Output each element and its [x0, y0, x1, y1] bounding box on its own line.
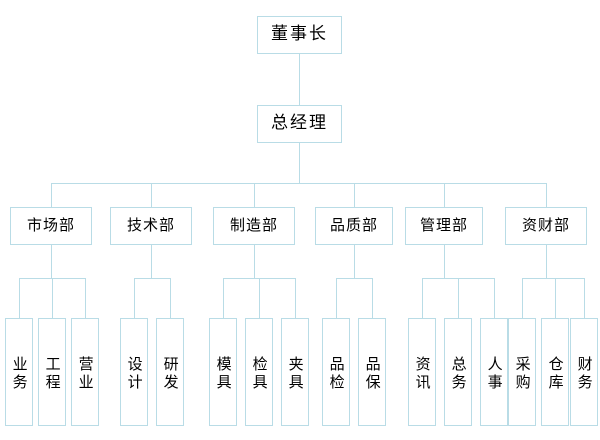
connector-line: [51, 183, 52, 207]
node-unit[interactable]: 检具: [245, 318, 273, 426]
node-unit[interactable]: 品检: [322, 318, 350, 426]
connector-line: [422, 278, 423, 318]
connector-line: [85, 278, 86, 318]
connector-line: [254, 183, 255, 207]
node-label: 制造部: [229, 216, 278, 235]
node-label: 技术部: [126, 216, 175, 235]
node-unit[interactable]: 模具: [209, 318, 237, 426]
node-label: 设计: [125, 356, 144, 392]
connector-line: [336, 278, 337, 318]
node-label: 夹具: [286, 356, 305, 392]
connector-line: [494, 278, 495, 318]
connector-line: [170, 278, 171, 318]
connector-line: [444, 245, 445, 278]
connector-line: [51, 183, 546, 184]
connector-line: [336, 278, 372, 279]
connector-line: [584, 278, 585, 318]
connector-line: [295, 278, 296, 318]
node-label: 品保: [363, 356, 382, 392]
connector-line: [546, 245, 547, 278]
node-department[interactable]: 资财部: [505, 207, 587, 245]
node-label: 品质部: [329, 216, 378, 235]
connector-line: [134, 278, 135, 318]
connector-line: [223, 278, 224, 318]
node-label: 董事长: [271, 24, 328, 45]
node-unit[interactable]: 业务: [5, 318, 33, 426]
node-label: 业务: [10, 356, 29, 392]
node-unit[interactable]: 品保: [358, 318, 386, 426]
connector-line: [354, 245, 355, 278]
node-label: 人事: [485, 356, 504, 392]
connector-line: [555, 278, 556, 318]
node-unit[interactable]: 夹具: [281, 318, 309, 426]
node-general-manager[interactable]: 总经理: [257, 105, 342, 143]
node-label: 仓库: [546, 356, 565, 392]
node-unit[interactable]: 营业: [71, 318, 99, 426]
connector-line: [151, 245, 152, 278]
connector-line: [52, 278, 53, 318]
connector-line: [299, 54, 300, 105]
node-unit[interactable]: 采购: [508, 318, 536, 426]
node-department[interactable]: 技术部: [110, 207, 192, 245]
node-chairman[interactable]: 董事长: [257, 16, 342, 54]
connector-line: [51, 245, 52, 278]
node-department[interactable]: 品质部: [315, 207, 393, 245]
node-label: 研发: [161, 356, 180, 392]
node-unit[interactable]: 总务: [444, 318, 472, 426]
connector-line: [254, 245, 255, 278]
node-label: 营业: [76, 356, 95, 392]
node-label: 工程: [43, 356, 62, 392]
node-label: 管理部: [419, 216, 468, 235]
connector-line: [522, 278, 584, 279]
node-label: 总经理: [271, 113, 328, 134]
node-label: 资财部: [521, 216, 570, 235]
node-label: 模具: [214, 356, 233, 392]
connector-line: [522, 278, 523, 318]
node-unit[interactable]: 财务: [570, 318, 598, 426]
connector-line: [354, 183, 355, 207]
node-unit[interactable]: 研发: [156, 318, 184, 426]
connector-line: [134, 278, 170, 279]
node-label: 品检: [327, 356, 346, 392]
node-label: 财务: [575, 356, 594, 392]
node-label: 采购: [513, 356, 532, 392]
node-unit[interactable]: 工程: [38, 318, 66, 426]
connector-line: [372, 278, 373, 318]
node-department[interactable]: 制造部: [213, 207, 295, 245]
node-label: 市场部: [26, 216, 75, 235]
node-label: 资讯: [413, 356, 432, 392]
node-unit[interactable]: 人事: [480, 318, 508, 426]
connector-line: [299, 143, 300, 183]
node-unit[interactable]: 资讯: [408, 318, 436, 426]
node-label: 总务: [449, 356, 468, 392]
node-unit[interactable]: 仓库: [541, 318, 569, 426]
node-unit[interactable]: 设计: [120, 318, 148, 426]
connector-line: [259, 278, 260, 318]
connector-line: [444, 183, 445, 207]
node-department[interactable]: 市场部: [10, 207, 92, 245]
node-label: 检具: [250, 356, 269, 392]
connector-line: [151, 183, 152, 207]
connector-line: [546, 183, 547, 207]
connector-line: [458, 278, 459, 318]
connector-line: [19, 278, 20, 318]
node-department[interactable]: 管理部: [405, 207, 483, 245]
